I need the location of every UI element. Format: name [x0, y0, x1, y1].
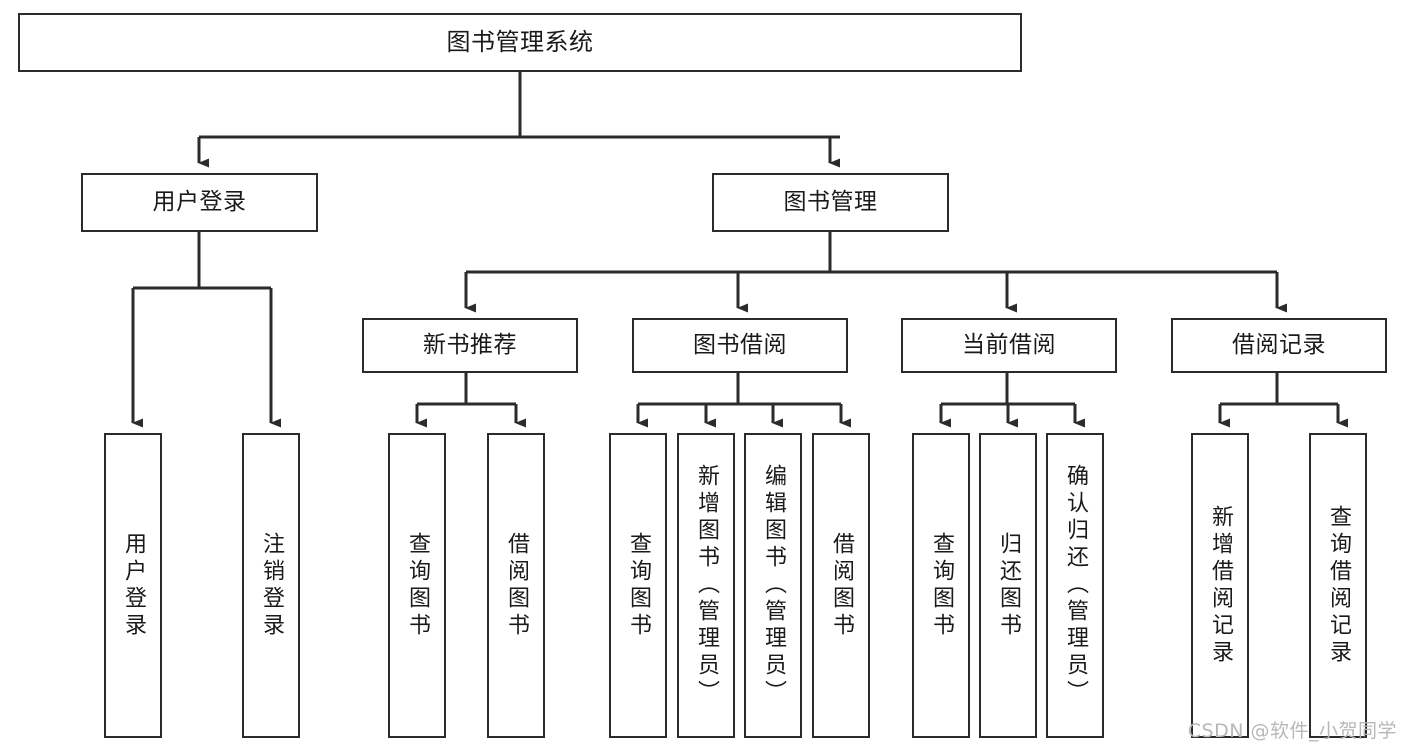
node-user-login-label: 用户登录 [152, 188, 247, 215]
csdn-watermark: CSDN @软件_小贺同学 [1187, 720, 1397, 742]
node-leaf-user-logout[interactable]: 注销登录 [242, 433, 300, 738]
node-leaf-edit-book[interactable]: 编辑图书（管理员） [744, 433, 802, 738]
node-new-book-recommend-label: 新书推荐 [423, 331, 517, 358]
node-leaf-return-book[interactable]: 归还图书 [979, 433, 1037, 738]
node-leaf-edit-book-label: 编辑图书（管理员） [761, 464, 786, 707]
node-leaf-user-login[interactable]: 用户登录 [104, 433, 162, 738]
node-leaf-borrow-book-2-label: 借阅图书 [829, 531, 854, 640]
node-user-login[interactable]: 用户登录 [81, 173, 318, 232]
node-book-manage[interactable]: 图书管理 [712, 173, 949, 232]
node-leaf-confirm-return-label: 确认归还（管理员） [1063, 464, 1088, 707]
node-leaf-query-record-label: 查询借阅记录 [1326, 504, 1351, 667]
node-new-book-recommend[interactable]: 新书推荐 [362, 318, 578, 373]
node-book-borrow[interactable]: 图书借阅 [632, 318, 848, 373]
node-leaf-confirm-return[interactable]: 确认归还（管理员） [1046, 433, 1104, 738]
node-current-borrow[interactable]: 当前借阅 [901, 318, 1117, 373]
node-leaf-query-record[interactable]: 查询借阅记录 [1309, 433, 1367, 738]
node-leaf-borrow-book-1[interactable]: 借阅图书 [487, 433, 545, 738]
node-leaf-query-book-1[interactable]: 查询图书 [388, 433, 446, 738]
node-leaf-query-book-3-label: 查询图书 [929, 531, 954, 640]
node-leaf-borrow-book-2[interactable]: 借阅图书 [812, 433, 870, 738]
node-leaf-borrow-book-1-label: 借阅图书 [504, 531, 529, 640]
node-leaf-query-book-3[interactable]: 查询图书 [912, 433, 970, 738]
node-leaf-query-book-2-label: 查询图书 [626, 531, 651, 640]
node-borrow-record-label: 借阅记录 [1232, 331, 1326, 358]
node-leaf-add-book[interactable]: 新增图书（管理员） [677, 433, 735, 738]
node-leaf-query-book-2[interactable]: 查询图书 [609, 433, 667, 738]
node-leaf-return-book-label: 归还图书 [996, 531, 1021, 640]
node-leaf-query-book-1-label: 查询图书 [405, 531, 430, 640]
node-leaf-add-book-label: 新增图书（管理员） [694, 464, 719, 707]
node-book-borrow-label: 图书借阅 [693, 331, 787, 358]
node-leaf-add-record[interactable]: 新增借阅记录 [1191, 433, 1249, 738]
node-root-label: 图书管理系统 [446, 28, 594, 57]
node-current-borrow-label: 当前借阅 [962, 331, 1056, 358]
node-leaf-user-login-label: 用户登录 [121, 531, 146, 640]
node-book-manage-label: 图书管理 [783, 188, 878, 215]
node-leaf-user-logout-label: 注销登录 [259, 531, 284, 640]
node-borrow-record[interactable]: 借阅记录 [1171, 318, 1387, 373]
node-leaf-add-record-label: 新增借阅记录 [1208, 504, 1233, 667]
node-root[interactable]: 图书管理系统 [18, 13, 1022, 72]
